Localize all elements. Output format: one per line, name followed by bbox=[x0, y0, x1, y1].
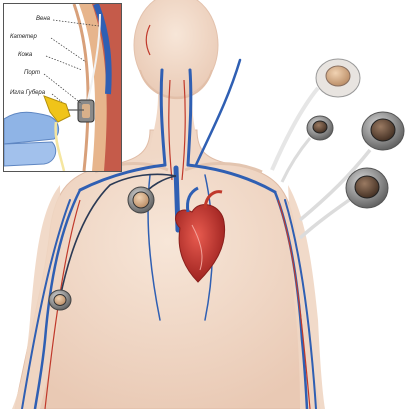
label-skin: Кожа bbox=[18, 52, 32, 58]
inset-panel: Вена Катетер Кожа Порт Игла Губера bbox=[3, 3, 122, 172]
skin-surface bbox=[74, 4, 88, 171]
glove bbox=[4, 112, 59, 144]
port-device-2 bbox=[282, 116, 333, 182]
implanted-port-chest bbox=[128, 187, 154, 213]
port-device-1 bbox=[272, 59, 360, 170]
inset-illustration bbox=[4, 4, 121, 171]
huber-needle-tube bbox=[56, 122, 64, 171]
glove-lower bbox=[4, 142, 56, 166]
label-vein: Вена bbox=[36, 16, 50, 22]
label-catheter: Катетер bbox=[10, 34, 37, 40]
label-port: Порт bbox=[24, 70, 40, 76]
neck bbox=[150, 95, 200, 150]
label-huber-needle: Игла Губера bbox=[10, 90, 45, 96]
implanted-port-arm bbox=[49, 290, 71, 310]
